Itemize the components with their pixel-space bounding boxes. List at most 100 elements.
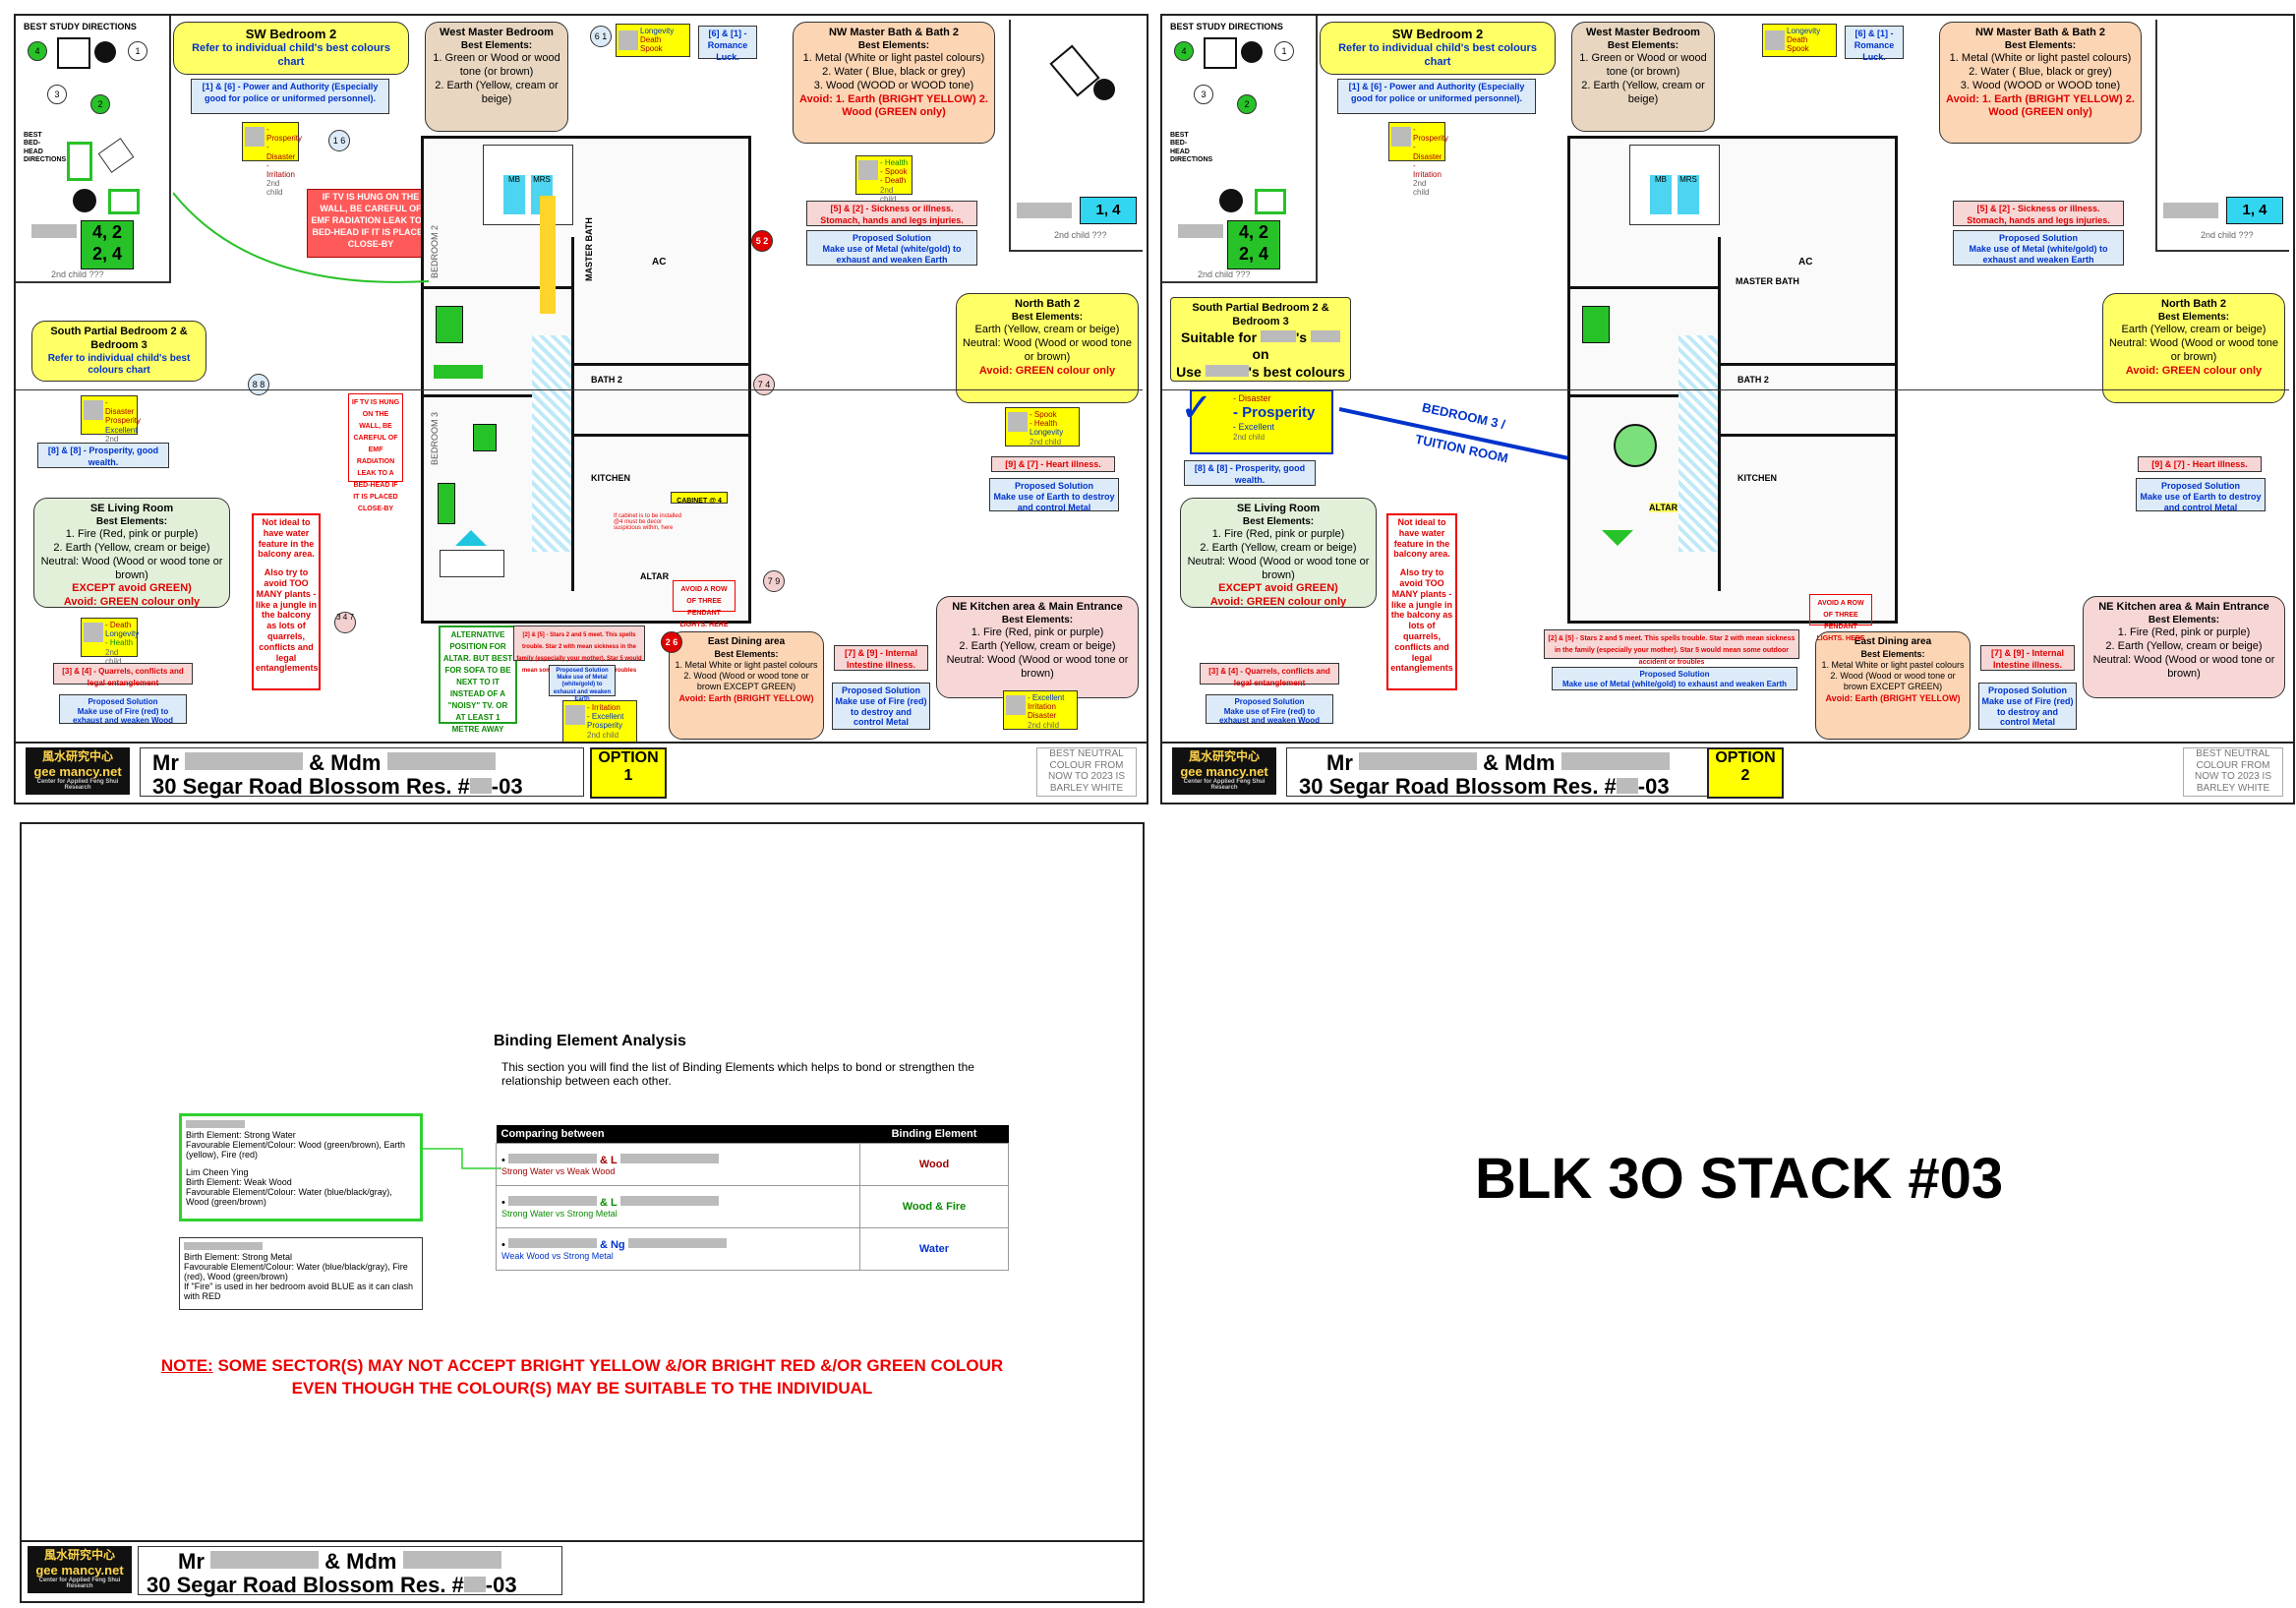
study-directions-box-2: BEST STUDY DIRECTIONS 4 1 3 2 [1168, 20, 1314, 116]
south-stars-2: [8] & [8] - Prosperity, good wealth. [1184, 460, 1316, 486]
bath2-label: BATH 2 [591, 375, 622, 385]
dir-4-circle-2: 4 [1174, 41, 1194, 61]
table-row: • & L Strong Water vs Strong Metal Wood … [496, 1185, 1009, 1228]
check-icon: ✓ [1180, 387, 1213, 430]
east-card: - Irritation - Excellent Prosperity 2nd … [562, 700, 637, 744]
dir-3-circle: 3 [47, 85, 67, 104]
study-right-blank-2 [2163, 203, 2218, 218]
bed-icon [67, 142, 92, 181]
pendant-note: AVOID A ROW OF THREE PENDANT LIGHTS. HER… [673, 580, 736, 628]
footer-option2: 風水研究中心 gee mancy.net Center for Applied … [1162, 742, 2293, 801]
se-card: - Death Longevity - Health 2nd child [81, 618, 139, 666]
north-card: - Spook - Health Longevity 2nd child [1005, 407, 1080, 447]
hatched-corridor-2 [1678, 335, 1718, 552]
study-directions-box: BEST STUDY DIRECTIONS 4 1 3 2 [22, 20, 167, 116]
mb-bed-2: MB MRS [1629, 145, 1720, 225]
sw-star-card-2: - Prosperity - Disaster - Irritation 2nd… [1388, 122, 1448, 197]
south-partial-box-2: South Partial Bedroom 2 & Bedroom 3 Suit… [1170, 297, 1351, 382]
south-card: - Disaster Prosperity Excellent 2nd chil… [81, 395, 141, 452]
floor-plan-2: MB MRS MASTER BATH AC BATH 2 KITCHEN ALT… [1567, 136, 1898, 624]
tv-note-2: IF TV IS HUNG ON THE WALL, BE CAREFUL OF… [348, 393, 403, 512]
person1-box: Birth Element: Strong Water Favourable E… [179, 1113, 423, 1221]
green-curve [173, 192, 430, 283]
west-master-box: West Master Bedroom Best Elements: 1. Gr… [425, 22, 568, 132]
desk-bedroom2 [434, 365, 483, 379]
table-row: • & L Strong Water vs Weak Wood Wood [496, 1143, 1009, 1186]
mrs-label-2: MRS [1678, 175, 1699, 214]
star-circle-52: 5 2 [751, 230, 773, 252]
table-circle [1614, 424, 1657, 467]
bedhead-title: BEST BED-HEAD DIRECTIONS [24, 132, 67, 164]
tv-note: IF TV IS HUNG ON THE WALL, BE CAREFUL OF… [307, 189, 435, 258]
se-solution: Proposed Solution Make use of Fire (red)… [59, 694, 187, 725]
east-dining-box: East Dining area Best Elements: 1. Metal… [669, 631, 824, 740]
romance-stars-2: [6] & [1] - Romance Luck. [1845, 26, 1904, 62]
col-binding: Binding Element [859, 1125, 1009, 1144]
mb-bed: MB MRS [483, 145, 573, 225]
bedhead-blank-2 [1178, 224, 1223, 238]
se-living-box: SE Living Room Best Elements: 1. Fire (R… [33, 498, 230, 608]
bed-icon-3 [108, 189, 140, 214]
chair-icon-right [1093, 79, 1115, 100]
connector-line [423, 1148, 501, 1169]
cabinet-label: CABINET @ 4 [671, 492, 728, 505]
east-stars-2: [2] & [5] - Stars 2 and 5 meet. This spe… [1544, 629, 1799, 666]
tv-triangle-2 [1602, 530, 1633, 546]
dir-4-circle: 4 [28, 41, 47, 61]
person3-name-blank [184, 1242, 263, 1250]
east-solution-2: Proposed Solution Make use of Metal (whi… [1552, 667, 1797, 690]
binding-page: Binding Element Analysis This section yo… [20, 822, 1145, 1603]
mb-label: MB [503, 175, 525, 214]
study-right-nums: 1, 4 [1080, 197, 1137, 224]
study-right-box-2: 1, 4 2nd child ??? [2155, 20, 2289, 252]
sw-bedroom-box: SW Bedroom 2 Refer to individual child's… [173, 22, 409, 75]
option2-panel: BEST STUDY DIRECTIONS 4 1 3 2 BEST BED-H… [1160, 14, 2295, 804]
star-circle-88: 8 8 [248, 374, 269, 395]
altar-note: ALTERNATIVE POSITION FOR ALTAR. BUT BEST… [439, 625, 517, 734]
ac-label-2: AC [1798, 257, 1813, 268]
person3-box: Birth Element: Strong Metal Favourable E… [179, 1237, 423, 1310]
desk-icon-2 [1204, 37, 1237, 69]
footer-binding: 風水研究中心 gee mancy.net Center for Applied … [22, 1540, 1143, 1599]
option1-panel: BEST STUDY DIRECTIONS 4 1 3 2 BEST BED-H… [14, 14, 1148, 804]
logo: 風水研究中心 gee mancy.net Center for Applied … [26, 747, 130, 795]
west-master-box-2: West Master Bedroom Best Elements: 1. Gr… [1571, 22, 1715, 132]
bed-icon-2 [97, 138, 135, 173]
star-circle-26: 2 6 [661, 631, 682, 653]
se-living-box-2: SE Living Room Best Elements: 1. Fire (R… [1180, 498, 1377, 608]
romance-card-2: Longevity Death Spook [1762, 24, 1837, 57]
hatched-corridor [532, 335, 571, 552]
master-bath-label: MASTER BATH [584, 217, 594, 281]
sw-stars-box: [1] & [6] - Power and Authority (Especia… [191, 79, 389, 114]
study-directions-title: BEST STUDY DIRECTIONS [24, 22, 137, 31]
bed-bedroom3-b [438, 483, 455, 524]
study-right-box: 1, 4 2nd child ??? [1009, 20, 1143, 252]
sw-bedroom-box-2: SW Bedroom 2 Refer to individual child's… [1320, 22, 1556, 75]
internal-stars: [7] & [9] - Internal Intestine illness. [834, 645, 928, 671]
table-row: • & Ng Weak Wood vs Strong Metal Water [496, 1227, 1009, 1271]
study-right-nums-2: 1, 4 [2226, 197, 2283, 224]
stack-label: BLK 3O STACK #03 [1475, 1147, 2004, 1211]
altar-label-2: ALTAR [1649, 503, 1678, 512]
ac-label: AC [652, 257, 667, 268]
kitchen-label-2: KITCHEN [1737, 473, 1777, 483]
star-circle-16: 1 6 [328, 130, 350, 151]
option2-label: OPTION 2 [1707, 747, 1784, 799]
bath2-label-2: BATH 2 [1737, 375, 1769, 385]
bedhead-blank [31, 224, 77, 238]
internal-solution: Proposed Solution Make use of Fire (red)… [832, 683, 930, 730]
star-circle-79: 7 9 [763, 570, 785, 592]
sw-star-card: - Prosperity - Disaster - Irritation 2nd… [242, 122, 302, 197]
binding-title: Binding Element Analysis [494, 1033, 686, 1049]
dir-2-circle: 2 [90, 94, 110, 114]
logo-3: 風水研究中心 gee mancy.net Center for Applied … [28, 1546, 132, 1593]
north-bath-box: North Bath 2 Best Elements: Earth (Yello… [956, 293, 1139, 403]
person1-name-blank [186, 1120, 245, 1128]
internal-solution-2: Proposed Solution Make use of Fire (red)… [1978, 683, 2077, 730]
footer-option1: 風水研究中心 gee mancy.net Center for Applied … [16, 742, 1147, 801]
neutral-note-2: BEST NEUTRAL COLOUR FROM NOW TO 2023 IS … [2183, 747, 2283, 797]
balcony-note-2: Not ideal to have water feature in the b… [1386, 513, 1457, 690]
